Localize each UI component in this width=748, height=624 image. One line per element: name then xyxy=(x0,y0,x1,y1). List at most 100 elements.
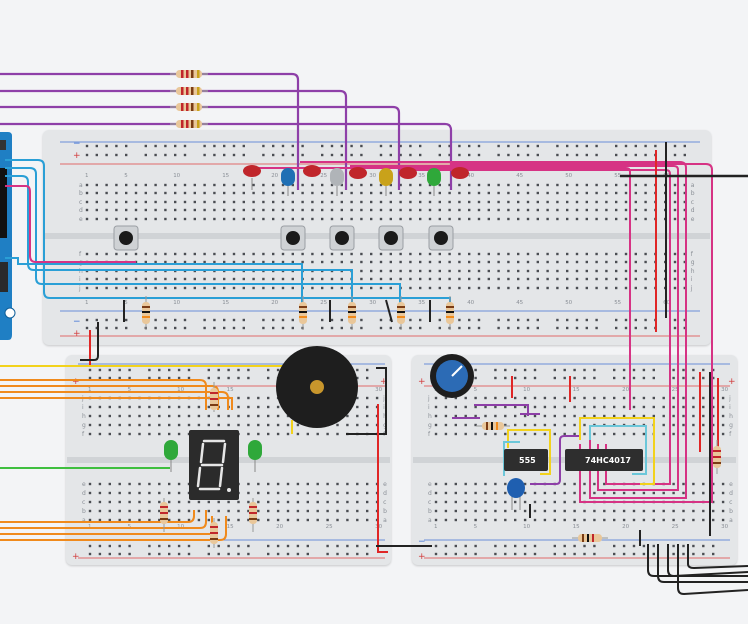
led-red[interactable] xyxy=(243,165,261,190)
wire-black[interactable] xyxy=(667,544,748,578)
top-resistors[interactable] xyxy=(170,70,208,128)
wire-black[interactable] xyxy=(687,544,748,570)
push-button[interactable] xyxy=(280,225,306,251)
breadboard-hole xyxy=(514,376,517,380)
breadboard-hole xyxy=(536,318,539,322)
resistor[interactable] xyxy=(210,518,218,548)
led-white[interactable] xyxy=(330,168,344,196)
breadboard-hole xyxy=(605,260,608,264)
wire-orange[interactable] xyxy=(0,397,233,410)
led-blue[interactable] xyxy=(281,168,295,196)
blue-wires[interactable] xyxy=(5,159,451,305)
breadboard-hole xyxy=(583,518,586,522)
purple-wires-top[interactable] xyxy=(0,72,453,190)
resistor[interactable] xyxy=(160,498,168,532)
resistor[interactable] xyxy=(170,120,208,128)
breadboard-hole xyxy=(227,414,230,418)
breadboard-hole xyxy=(232,208,236,212)
ground-wires-out[interactable] xyxy=(647,544,748,596)
resistor[interactable] xyxy=(210,382,218,412)
resistor[interactable] xyxy=(249,498,257,532)
resistor[interactable] xyxy=(170,87,208,95)
led-red[interactable] xyxy=(303,165,321,177)
resistor[interactable] xyxy=(397,296,405,330)
led-yellow[interactable] xyxy=(379,168,393,196)
led-red[interactable] xyxy=(451,167,469,179)
wire-purple[interactable] xyxy=(0,72,300,190)
wire-black[interactable] xyxy=(385,299,393,323)
resistor[interactable] xyxy=(299,296,307,330)
wire-yellow[interactable] xyxy=(507,429,551,475)
resistor-band xyxy=(191,70,194,78)
power-wires[interactable] xyxy=(80,142,748,553)
timer-chip[interactable]: 555 xyxy=(504,449,548,471)
push-button[interactable] xyxy=(428,225,454,251)
wire-red[interactable] xyxy=(377,404,388,553)
wire-magenta[interactable] xyxy=(5,185,136,263)
resistor[interactable] xyxy=(446,296,454,330)
timer-circuit[interactable]: 555 74HC4017 xyxy=(430,354,721,542)
magenta-wires[interactable] xyxy=(5,161,713,503)
seven-segment-display[interactable] xyxy=(189,430,239,500)
wire-black[interactable] xyxy=(346,367,387,435)
led-green[interactable] xyxy=(427,168,441,196)
capacitor[interactable] xyxy=(507,478,525,510)
wire-lightblue[interactable] xyxy=(589,425,647,475)
resistor[interactable] xyxy=(348,296,356,330)
wire-magenta[interactable] xyxy=(350,165,679,491)
led-red[interactable] xyxy=(349,167,367,179)
resistor[interactable] xyxy=(476,422,510,430)
push-button[interactable] xyxy=(113,225,139,251)
wire-orange[interactable] xyxy=(0,516,227,541)
resistor[interactable] xyxy=(142,296,150,330)
main-resistors[interactable] xyxy=(142,296,454,330)
wire-purple[interactable] xyxy=(0,122,453,190)
breadboard-hole xyxy=(128,414,131,418)
led-row[interactable] xyxy=(243,165,469,196)
wire-blue[interactable] xyxy=(5,257,303,305)
wire-purple[interactable] xyxy=(0,89,348,190)
led-red[interactable] xyxy=(399,167,417,179)
breadboard-hole xyxy=(566,326,569,330)
led-green[interactable] xyxy=(164,440,178,472)
led-green[interactable] xyxy=(248,440,262,472)
breadboard-hole xyxy=(624,269,628,273)
wire-black[interactable] xyxy=(677,544,748,596)
wire-yellow[interactable] xyxy=(579,417,655,485)
potentiometer[interactable] xyxy=(430,354,474,398)
breadboard-hole xyxy=(575,318,579,322)
wire-orange[interactable] xyxy=(0,379,207,410)
display-resistors[interactable] xyxy=(160,382,257,548)
wire-orange[interactable] xyxy=(0,391,229,410)
wire-magenta[interactable] xyxy=(450,163,713,503)
purple-wires-timer[interactable] xyxy=(452,404,580,485)
rail-minus-sign: − xyxy=(73,139,81,149)
push-button[interactable] xyxy=(378,225,404,251)
wire-magenta[interactable] xyxy=(300,161,687,499)
resistor[interactable] xyxy=(170,70,208,78)
breadboard-hole xyxy=(286,414,290,418)
wire-purple[interactable] xyxy=(530,435,580,485)
wire-blue[interactable] xyxy=(5,159,451,305)
resistor[interactable] xyxy=(572,534,608,542)
resistor[interactable] xyxy=(713,440,721,474)
buzzer[interactable] xyxy=(276,346,358,428)
wire-black[interactable] xyxy=(657,544,748,583)
breadboard-hole xyxy=(267,414,270,418)
resistor[interactable] xyxy=(170,103,208,111)
wire-blue[interactable] xyxy=(5,167,401,305)
breadboard-hole xyxy=(507,286,510,290)
arduino-board[interactable] xyxy=(0,132,16,340)
wire-purple[interactable] xyxy=(474,404,529,416)
counter-chip[interactable]: 74HC4017 xyxy=(565,449,643,471)
wire-purple[interactable] xyxy=(0,105,401,190)
breadboard-hole xyxy=(108,552,111,556)
green-leds[interactable] xyxy=(164,440,262,472)
wire-orange[interactable] xyxy=(0,510,207,529)
wire-black[interactable] xyxy=(80,322,99,361)
push-buttons[interactable] xyxy=(113,225,454,251)
wire-black[interactable] xyxy=(647,544,748,577)
wire-orange[interactable] xyxy=(0,510,195,523)
push-button[interactable] xyxy=(329,225,355,251)
breadboard-hole xyxy=(683,153,686,157)
